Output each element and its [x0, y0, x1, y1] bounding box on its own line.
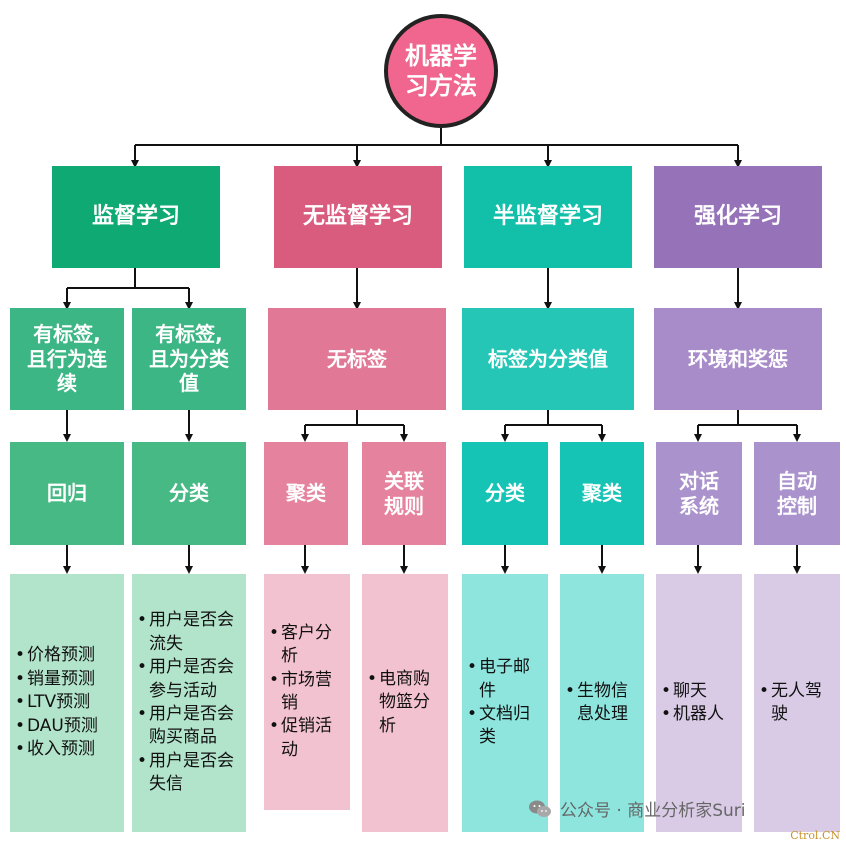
leaf-clustering-examples: 客户分析市场营销促销活动 — [264, 574, 350, 810]
node-unsupervised: 无监督学习 — [274, 166, 442, 268]
leaf-item: 价格预测 — [14, 644, 120, 668]
node-dialogue-system: 对话 系统 — [656, 442, 742, 545]
leaf-control-examples: 无人驾驶 — [754, 574, 840, 832]
leaf-association-examples: 电商购物篮分析 — [362, 574, 448, 832]
leaf-item: 销量预测 — [14, 668, 120, 692]
node-regression: 回归 — [10, 442, 124, 545]
leaf-item: 电子邮件 — [466, 656, 544, 703]
leaf-item: 电商购物篮分析 — [366, 668, 444, 738]
leaf-item: 用户是否会购买商品 — [136, 703, 242, 750]
node-auto-control: 自动 控制 — [754, 442, 840, 545]
leaf-item: 用户是否会流失 — [136, 609, 242, 656]
leaf-item: 促销活动 — [268, 715, 346, 762]
leaf-item: 聊天 — [660, 680, 738, 704]
leaf-item: 市场营销 — [268, 669, 346, 716]
leaf-semi-classification-examples: 电子邮件文档归类 — [462, 574, 548, 832]
leaf-item: DAU预测 — [14, 715, 120, 739]
leaf-item: 机器人 — [660, 703, 738, 727]
leaf-regression-examples: 价格预测销量预测LTV预测DAU预测收入预测 — [10, 574, 124, 832]
node-environment-reward: 环境和奖惩 — [654, 308, 822, 410]
leaf-item: 无人驾驶 — [758, 680, 836, 727]
node-labeled-continuous: 有标签, 且行为连 续 — [10, 308, 124, 410]
leaf-item: 文档归类 — [466, 703, 544, 750]
node-labeled-categorical: 有标签, 且为分类 值 — [132, 308, 246, 410]
root-node-machine-learning: 机器学 习方法 — [384, 14, 498, 128]
leaf-classification-examples: 用户是否会流失用户是否会参与活动用户是否会购买商品用户是否会失信 — [132, 574, 246, 832]
leaf-item: 用户是否会参与活动 — [136, 656, 242, 703]
node-supervised: 监督学习 — [52, 166, 220, 268]
node-association-rules: 关联 规则 — [362, 442, 446, 545]
node-unlabeled: 无标签 — [268, 308, 446, 410]
node-semi-clustering: 聚类 — [560, 442, 644, 545]
node-semi-classification: 分类 — [462, 442, 548, 545]
leaf-item: 客户分析 — [268, 622, 346, 669]
watermark: 公众号 · 商业分析家Suri — [528, 796, 746, 821]
watermark-text: 公众号 · 商业分析家Suri — [560, 801, 746, 821]
leaf-item: 用户是否会失信 — [136, 750, 242, 797]
leaf-item: LTV预测 — [14, 691, 120, 715]
node-semi-supervised: 半监督学习 — [464, 166, 632, 268]
leaf-dialogue-examples: 聊天机器人 — [656, 574, 742, 832]
leaf-item: 收入预测 — [14, 738, 120, 762]
node-reinforcement: 强化学习 — [654, 166, 822, 268]
corner-mark: Ctrol.CN — [790, 829, 840, 842]
node-classification: 分类 — [132, 442, 246, 545]
wechat-icon — [529, 800, 551, 817]
leaf-semi-clustering-examples: 生物信息处理 — [560, 574, 644, 832]
node-label-categorical: 标签为分类值 — [462, 308, 634, 410]
leaf-item: 生物信息处理 — [564, 680, 640, 727]
node-clustering: 聚类 — [264, 442, 348, 545]
